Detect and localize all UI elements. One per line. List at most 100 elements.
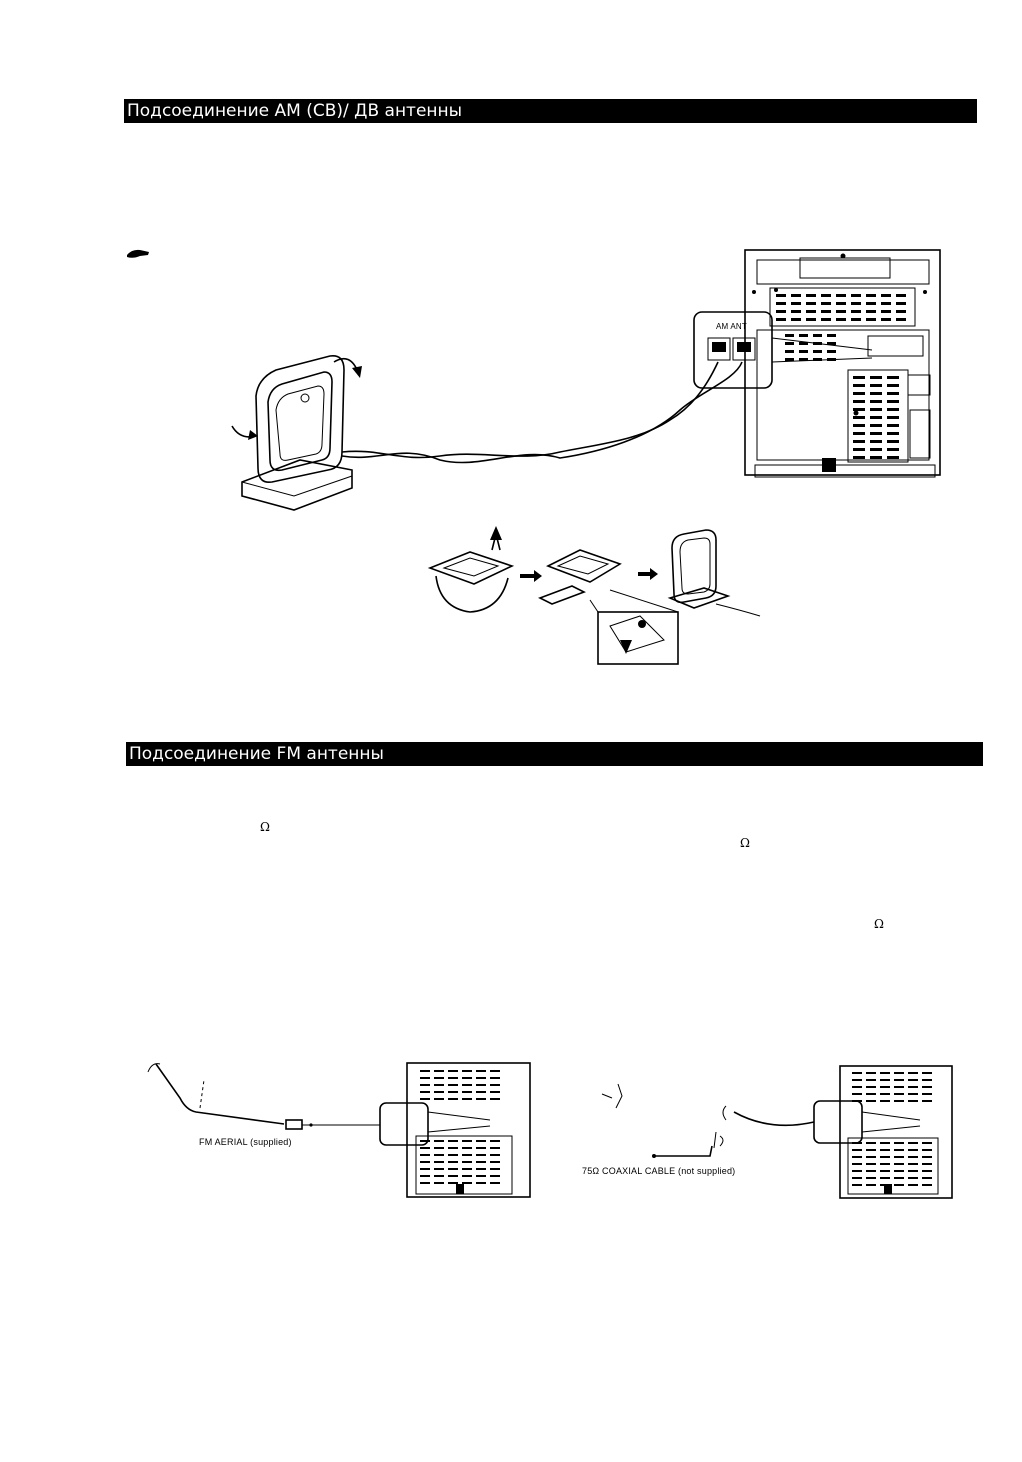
vent-slot <box>896 294 906 297</box>
vent-slot <box>827 334 836 337</box>
vent-slot <box>894 1086 904 1088</box>
am-section-heading: Подсоединение AM (СВ)/ ДВ антенны <box>124 99 977 123</box>
vent-slot <box>799 334 808 337</box>
vent-slot <box>476 1091 486 1093</box>
vent-slot <box>881 310 891 313</box>
vent-slot <box>908 1100 918 1102</box>
am-ant-label: AM ANT <box>716 322 747 331</box>
vent-slot <box>922 1149 932 1151</box>
vent-slot <box>420 1084 430 1086</box>
vent-slot <box>852 1170 862 1172</box>
vent-slot <box>806 310 816 313</box>
vent-slot <box>922 1072 932 1074</box>
vent-slot <box>420 1154 430 1156</box>
vent-slot <box>851 302 861 305</box>
vent-slot <box>894 1177 904 1179</box>
vent-slot <box>908 1079 918 1081</box>
vent-slot <box>908 1086 918 1088</box>
vent-slot <box>908 1142 918 1144</box>
am-antenna-assembly-steps <box>427 526 761 665</box>
vent-slot <box>434 1070 444 1072</box>
vent-slot <box>896 302 906 305</box>
vent-slot <box>880 1100 890 1102</box>
vent-slot <box>887 384 899 387</box>
vent-slot <box>791 302 801 305</box>
vent-slot <box>880 1079 890 1081</box>
vent-slot <box>420 1147 430 1149</box>
vent-slot <box>922 1177 932 1179</box>
vent-slot <box>476 1140 486 1142</box>
vent-slot <box>462 1182 472 1184</box>
vent-slot <box>448 1084 458 1086</box>
vent-slot <box>476 1154 486 1156</box>
vent-slot <box>434 1098 444 1100</box>
vent-slot <box>870 392 882 395</box>
vent-slot <box>821 294 831 297</box>
vent-slot <box>922 1156 932 1158</box>
vent-slot <box>887 440 899 443</box>
vent-slot <box>791 318 801 321</box>
vent-slot <box>880 1177 890 1179</box>
vent-slot <box>866 1163 876 1165</box>
vent-slot <box>813 350 822 353</box>
vent-slot <box>866 1184 876 1186</box>
vent-slot <box>420 1070 430 1072</box>
vent-slot <box>785 350 794 353</box>
vent-slot <box>776 294 786 297</box>
fm-aerial-label: FM AERIAL (supplied) <box>199 1137 292 1147</box>
coax-cable-label: 75Ω COAXIAL CABLE (not supplied) <box>582 1166 736 1176</box>
vent-slot <box>420 1098 430 1100</box>
vent-slot <box>420 1168 430 1170</box>
vent-slot <box>853 400 865 403</box>
vent-slot <box>434 1175 444 1177</box>
vent-slot <box>420 1091 430 1093</box>
vent-slot <box>836 310 846 313</box>
vent-slot <box>880 1170 890 1172</box>
vent-slot <box>462 1161 472 1163</box>
vent-slot <box>476 1084 486 1086</box>
vent-slot <box>853 384 865 387</box>
vent-slot <box>490 1091 500 1093</box>
vent-slot <box>853 424 865 427</box>
vent-slot <box>420 1140 430 1142</box>
vent-slot <box>853 392 865 395</box>
vent-slot <box>448 1070 458 1072</box>
vent-slot <box>866 1100 876 1102</box>
vent-slot <box>853 416 865 419</box>
vent-slot <box>799 358 808 361</box>
vent-slot <box>490 1154 500 1156</box>
vent-slot <box>894 1170 904 1172</box>
vent-slot <box>851 310 861 313</box>
vent-slot <box>476 1147 486 1149</box>
vent-slot <box>880 1163 890 1165</box>
vent-slot <box>894 1149 904 1151</box>
vent-slot <box>434 1077 444 1079</box>
vent-slot <box>894 1184 904 1186</box>
vent-slot <box>852 1163 862 1165</box>
vent-slot <box>852 1079 862 1081</box>
vent-slot <box>866 1072 876 1074</box>
am-ant-terminal-callout <box>693 311 873 389</box>
vent-slot <box>476 1098 486 1100</box>
vent-slot <box>852 1093 862 1095</box>
vent-slot <box>448 1098 458 1100</box>
vent-slot <box>821 310 831 313</box>
vent-slot <box>448 1147 458 1149</box>
vent-slot <box>434 1161 444 1163</box>
vent-slot <box>434 1182 444 1184</box>
vent-slot <box>908 1177 918 1179</box>
vent-slot <box>866 1086 876 1088</box>
vent-slot <box>420 1077 430 1079</box>
vent-slot <box>896 310 906 313</box>
vent-slot <box>799 342 808 345</box>
vent-slot <box>448 1077 458 1079</box>
vent-slot <box>852 1156 862 1158</box>
vent-slot <box>476 1070 486 1072</box>
vent-slot <box>462 1084 472 1086</box>
vent-slot <box>880 1184 890 1186</box>
vent-slot <box>922 1163 932 1165</box>
vent-slot <box>490 1168 500 1170</box>
vent-slot <box>870 400 882 403</box>
vent-slot <box>866 302 876 305</box>
